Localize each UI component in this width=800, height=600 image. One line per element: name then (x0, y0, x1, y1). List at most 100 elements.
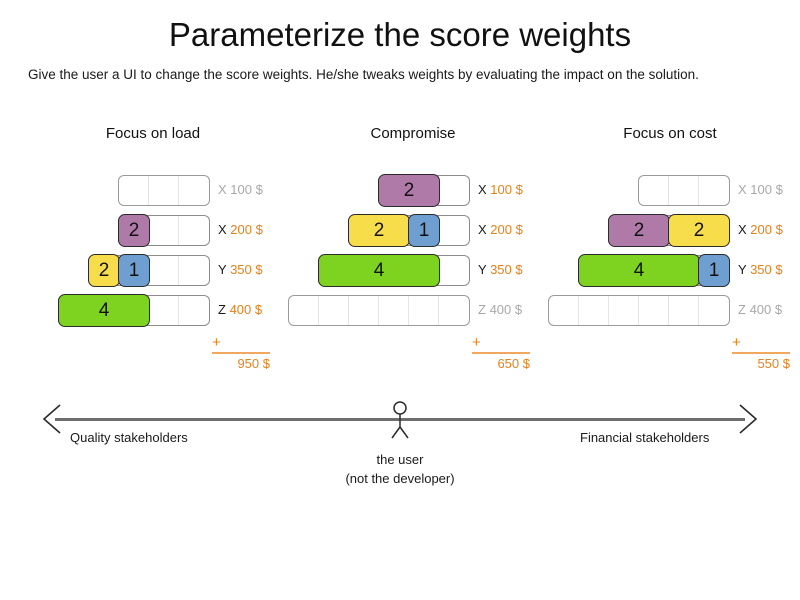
weight-slider-cell[interactable] (579, 296, 609, 325)
weight-slider-cell[interactable] (669, 296, 699, 325)
weight-slider-track[interactable] (638, 175, 730, 206)
weight-segment[interactable]: 4 (58, 294, 150, 327)
weight-row: Z 400 $ (545, 291, 795, 331)
weight-slider-cell[interactable] (639, 176, 669, 205)
caption-line-1: the user (376, 452, 424, 467)
weight-slider-cell[interactable] (439, 216, 469, 245)
column-heading: Focus on load (105, 125, 201, 142)
sum-rule (472, 352, 530, 354)
axis-arrow-right-icon (738, 404, 758, 434)
column-total-value: 950 $ (237, 356, 270, 371)
weight-segment-value: 4 (633, 259, 645, 281)
weight-slider-cell[interactable] (669, 176, 699, 205)
weight-row: 2 2 X 200 $ (545, 211, 795, 251)
weight-row-key: Y (478, 262, 487, 277)
weight-slider-cell[interactable] (699, 176, 729, 205)
weight-slider-cell[interactable] (609, 296, 639, 325)
weight-slider-cell[interactable] (439, 256, 469, 285)
weight-slider-cell[interactable] (549, 296, 579, 325)
weight-slider-cell[interactable] (179, 256, 209, 285)
weight-segment-value: 2 (693, 219, 705, 241)
weight-row: 2 X 100 $ (288, 171, 538, 211)
weight-segment-value: 4 (98, 299, 110, 321)
weight-slider-cell[interactable] (349, 296, 379, 325)
weight-row-price: 350 $ (750, 262, 783, 277)
weight-slider-cell[interactable] (179, 296, 209, 325)
weight-row-key: X (738, 182, 747, 197)
weight-slider-track[interactable] (288, 295, 470, 326)
weight-segment-value: 2 (98, 259, 110, 281)
weight-row-price: 100 $ (230, 182, 263, 197)
weight-row-price: 400 $ (229, 302, 263, 317)
weight-slider-cell[interactable] (119, 176, 149, 205)
weight-slider-cell[interactable] (289, 296, 319, 325)
stick-figure-caption: the user (not the developer) (280, 450, 520, 488)
weight-segment[interactable]: 2 (348, 214, 410, 247)
weight-segment-value: 2 (403, 179, 415, 201)
weight-segment[interactable]: 4 (578, 254, 700, 287)
weight-row-label: X 100 $ (738, 182, 783, 197)
weight-row-key: X (738, 222, 747, 237)
weight-slider-cell[interactable] (179, 176, 209, 205)
weight-segment[interactable]: 2 (668, 214, 730, 247)
weight-row-key: Z (738, 302, 746, 317)
weight-row-label: Y 350 $ (478, 262, 523, 277)
weight-segment[interactable]: 2 (378, 174, 440, 207)
weight-segment[interactable]: 1 (698, 254, 730, 287)
weight-row-label: X 200 $ (478, 222, 523, 237)
weight-row: X 100 $ (545, 171, 795, 211)
weight-row: Z 400 $ (288, 291, 538, 331)
weight-slider-cell[interactable] (149, 256, 179, 285)
weight-row-label: X 200 $ (738, 222, 783, 237)
sum-plus-symbol: + (732, 334, 741, 351)
weight-slider-cell[interactable] (639, 296, 669, 325)
axis-arrow-left-icon (40, 404, 61, 434)
weight-row-key: Y (218, 262, 227, 277)
sum-plus-symbol: + (212, 334, 221, 351)
weight-row-key: Z (478, 302, 486, 317)
axis-label-left: Quality stakeholders (70, 430, 188, 445)
weight-slider-cell[interactable] (379, 296, 409, 325)
weight-slider-cell[interactable] (149, 176, 179, 205)
weight-row-label: Z 400 $ (218, 302, 262, 317)
weight-segment-value: 4 (373, 259, 385, 281)
weight-slider-cell[interactable] (699, 296, 729, 325)
weight-slider-cell[interactable] (439, 176, 469, 205)
weight-segment[interactable]: 2 (608, 214, 670, 247)
weight-segment[interactable]: 4 (318, 254, 440, 287)
weight-segment-value: 2 (128, 219, 140, 241)
weight-slider-track[interactable] (548, 295, 730, 326)
weight-row-price: 100 $ (490, 182, 523, 197)
weight-segment[interactable]: 2 (88, 254, 120, 287)
weight-row-label: X 200 $ (218, 222, 263, 237)
weight-row-key: X (478, 182, 487, 197)
column-total: +950 $ (212, 334, 270, 371)
column-total-value: 550 $ (757, 356, 790, 371)
weight-row: 4 Z 400 $ (28, 291, 278, 331)
page-subtitle: Give the user a UI to change the score w… (28, 67, 699, 82)
weight-row-price: 350 $ (230, 262, 263, 277)
weight-row: X 100 $ (28, 171, 278, 211)
weight-segment-value: 2 (633, 219, 645, 241)
weight-slider-cell[interactable] (409, 296, 439, 325)
weight-segment-value: 1 (128, 259, 140, 281)
column-heading: Compromise (370, 125, 456, 142)
weight-slider-cell[interactable] (179, 216, 209, 245)
weight-segment[interactable]: 1 (408, 214, 440, 247)
weight-slider-cell[interactable] (319, 296, 349, 325)
weight-row-key: X (218, 182, 227, 197)
weight-slider-cell[interactable] (149, 216, 179, 245)
weight-slider-cell[interactable] (439, 296, 469, 325)
weight-segment[interactable]: 2 (118, 214, 150, 247)
weight-row-key: X (478, 222, 487, 237)
weight-slider-cell[interactable] (149, 296, 179, 325)
column-total-value: 650 $ (497, 356, 530, 371)
weight-slider-track[interactable] (118, 175, 210, 206)
column-total: +650 $ (472, 335, 530, 371)
weight-segment[interactable]: 1 (118, 254, 150, 287)
weight-row: 2 X 200 $ (28, 211, 278, 251)
